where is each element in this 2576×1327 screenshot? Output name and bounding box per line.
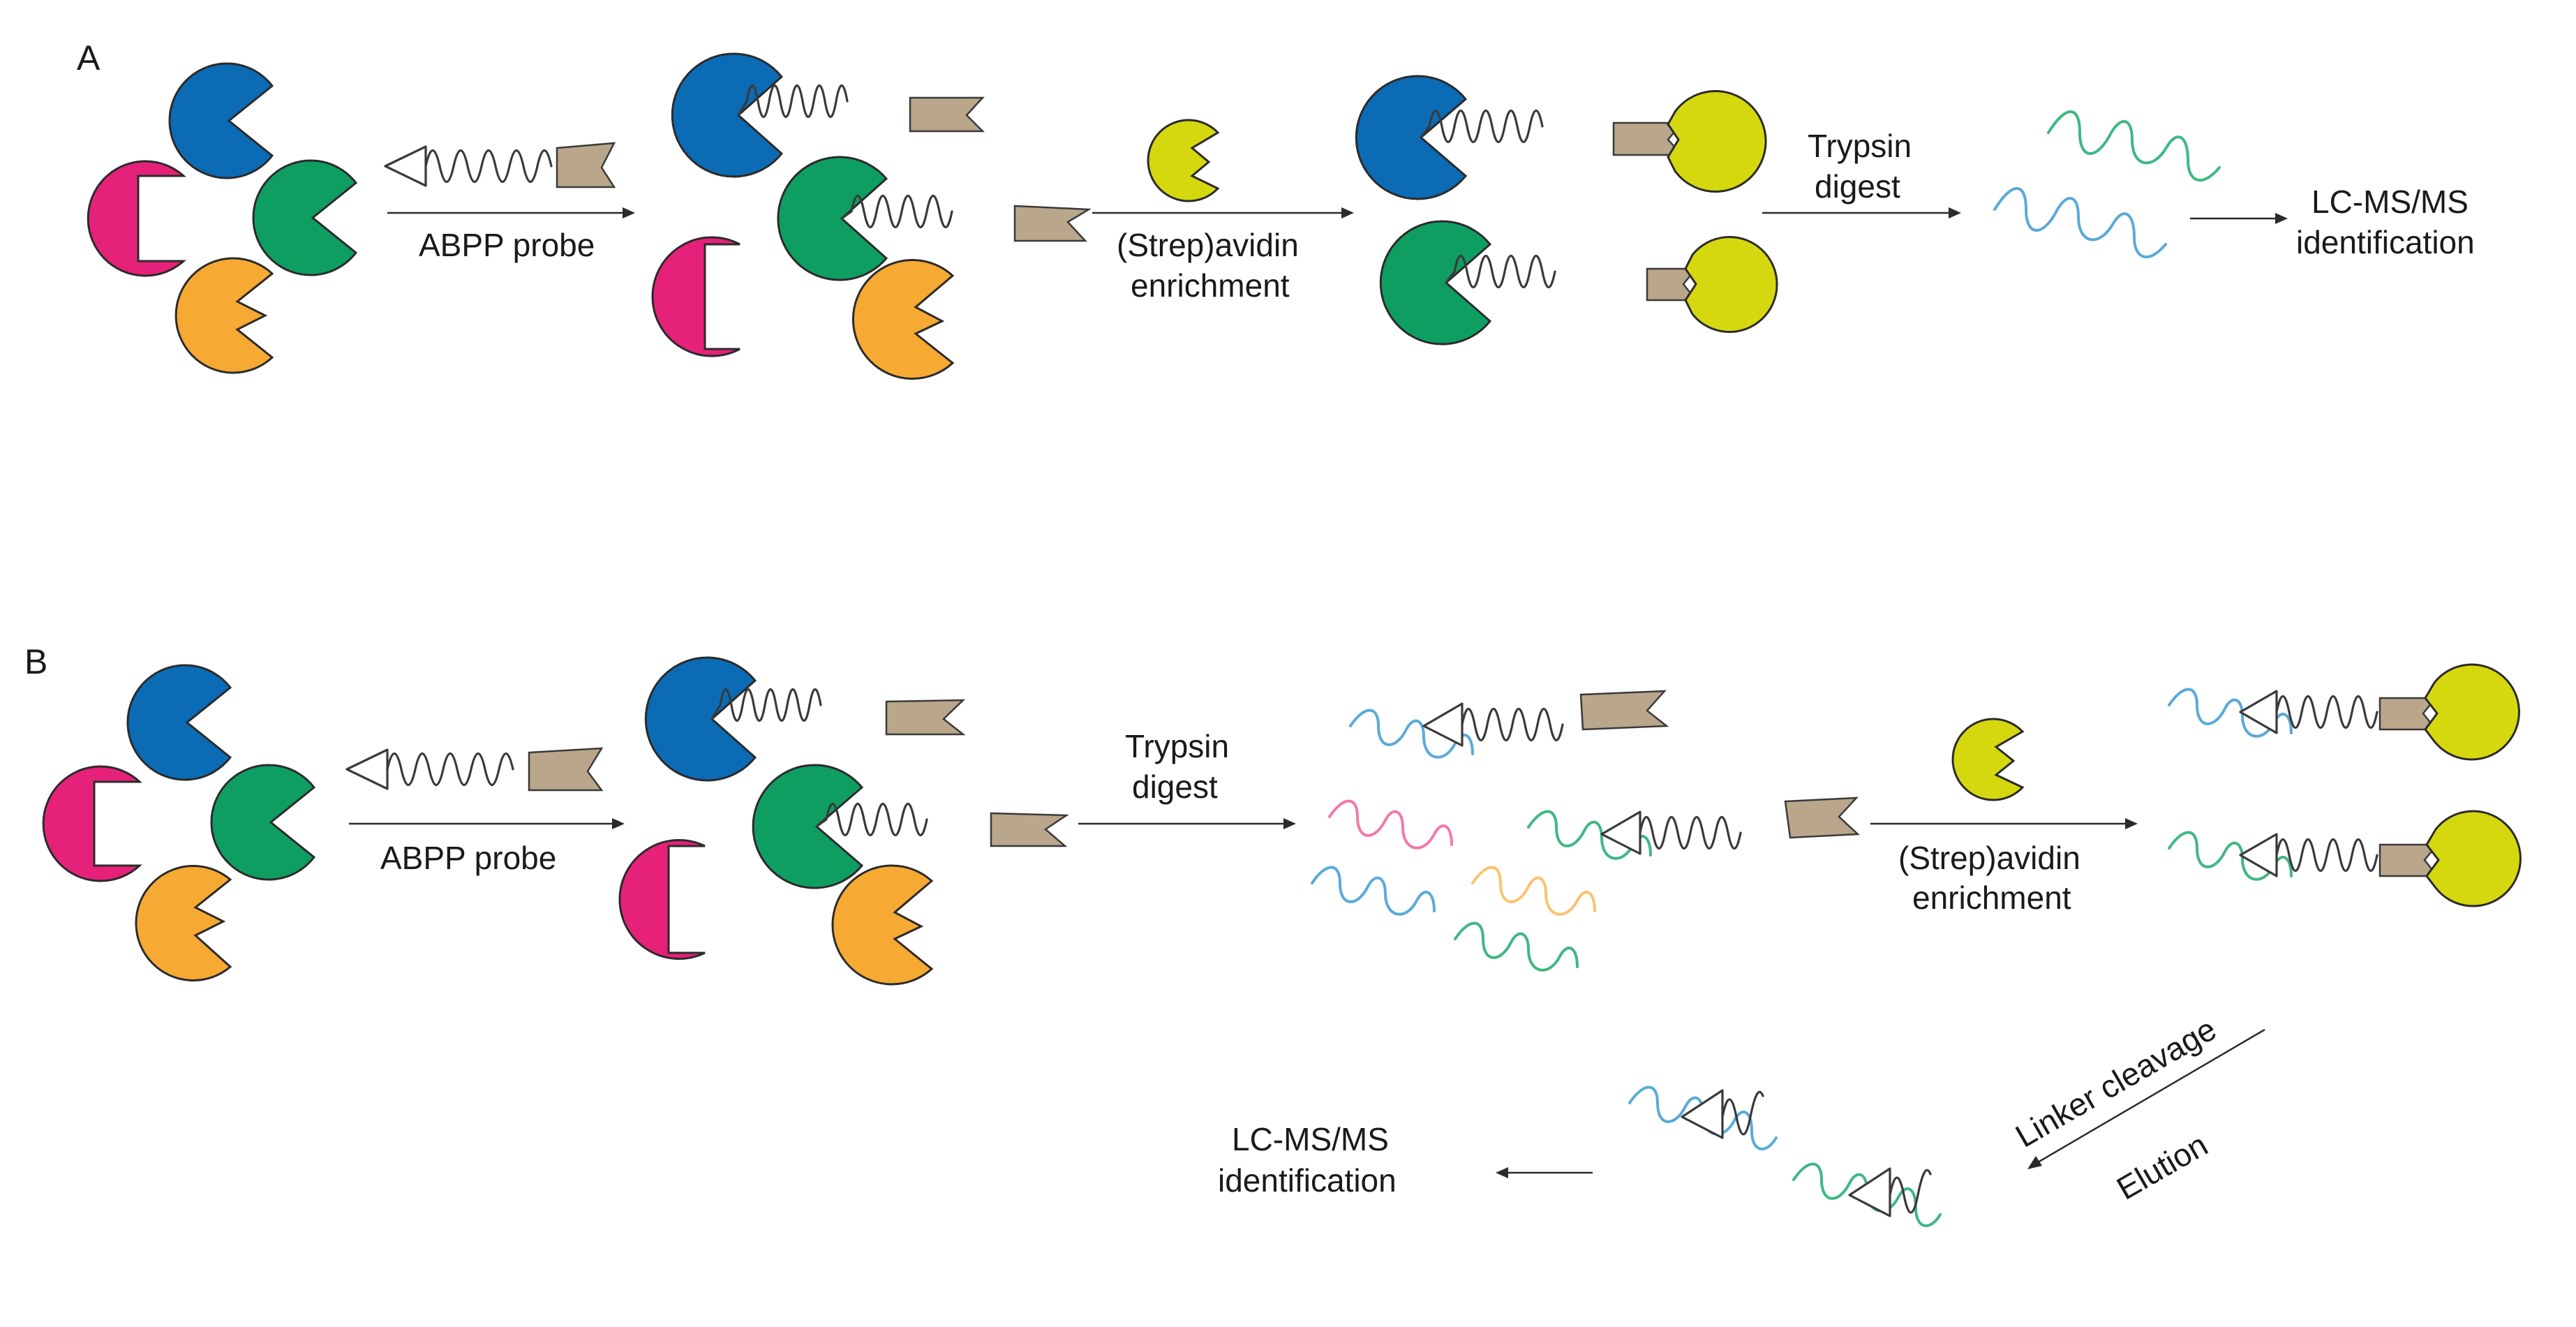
blue-enzyme — [1355, 75, 1468, 200]
step-label-elution: Elution — [2110, 1126, 2214, 1206]
avidin-bead — [2425, 810, 2522, 907]
step-label-abpp-probe-b: ABPP probe — [380, 840, 556, 876]
panel-a: A ABPP probe — [77, 38, 2475, 380]
probe-warhead — [384, 145, 427, 187]
avidin-bead — [1147, 119, 1220, 202]
probe-warhead — [1681, 1089, 1724, 1139]
pink-enzyme — [87, 160, 186, 277]
arrow-a3: Trypsin digest — [1762, 128, 1961, 218]
probe-linker — [737, 84, 849, 118]
orange-enzyme — [851, 259, 955, 380]
step-label-lcms-a-line1: LC-MS/MS — [2311, 184, 2469, 220]
probe-linker — [424, 149, 553, 183]
orange-peptide — [1471, 866, 1596, 916]
probe-tag — [1579, 690, 1669, 731]
arrow-b3: (Strep)avidin enrichment — [1870, 718, 2138, 916]
arrow-b5: LC-MS/MS identification — [1218, 1121, 1593, 1199]
probe-warhead — [1422, 702, 1464, 747]
panel-a-label: A — [77, 38, 100, 77]
green-enzyme — [752, 764, 864, 889]
labeled-enzymes-b — [618, 656, 1069, 986]
enriched-complexes-a — [1355, 75, 1778, 346]
step-label-lcms-b-line2: identification — [1218, 1162, 1397, 1199]
green-enzyme — [252, 159, 358, 276]
blue-enzyme — [671, 52, 784, 178]
probe-linker — [710, 688, 822, 722]
blue-peptide — [1311, 866, 1436, 916]
arrow-a1: ABPP probe — [387, 207, 635, 263]
probe-linker — [2275, 695, 2378, 729]
avidin-bead — [1667, 90, 1767, 193]
arrow-b2: Trypsin digest — [1078, 728, 1296, 829]
step-label-lcms-b-line1: LC-MS/MS — [1232, 1121, 1389, 1157]
pink-enzyme — [618, 839, 706, 960]
green-peptide — [1454, 921, 1579, 972]
green-enzyme — [777, 156, 888, 281]
cleaved-linker — [1889, 1169, 1932, 1214]
avidin-bead — [1951, 718, 2025, 801]
probe-tag — [909, 96, 985, 133]
probe-linker — [1461, 708, 1564, 741]
arrow-a2: (Strep)avidin enrichment — [1092, 119, 1354, 304]
probe-tag — [990, 812, 1069, 847]
enzyme-mixture-a — [87, 62, 358, 374]
probe-warhead — [1600, 810, 1641, 855]
step-label-strep-avidin-b-line2: enrichment — [1912, 880, 2071, 916]
probe-linker — [1639, 816, 1742, 850]
step-label-trypsin-a-line2: digest — [1815, 168, 1900, 205]
avidin-bead — [2424, 663, 2520, 761]
avidin-bead — [1684, 236, 1778, 333]
probe-tag — [1013, 205, 1092, 242]
orange-enzyme — [135, 865, 232, 981]
green-enzyme — [1379, 220, 1492, 346]
enzyme-mixture-b — [42, 664, 316, 981]
step-label-strep-avidin-a-line1: (Strep)avidin — [1117, 227, 1299, 263]
cleaved-linker — [1721, 1090, 1764, 1136]
blue-enzyme — [126, 664, 232, 781]
probe-linker — [840, 195, 953, 228]
step-label-trypsin-b-line1: Trypsin — [1125, 728, 1229, 764]
pink-enzyme — [651, 236, 740, 357]
probe-tag — [528, 747, 604, 792]
probe-tag — [2378, 843, 2439, 877]
blue-enzyme — [168, 62, 274, 179]
probe-tag — [885, 699, 966, 736]
step-label-strep-avidin-a-line2: enrichment — [1131, 267, 1290, 304]
green-enzyme — [210, 764, 316, 881]
probe-linker — [1445, 255, 1556, 288]
probe-linker — [815, 803, 928, 836]
probe-linker — [2275, 838, 2378, 872]
arrow-a4: LC-MS/MS identification — [2190, 184, 2475, 260]
probe-tag — [2378, 697, 2438, 731]
orange-enzyme — [831, 864, 934, 986]
orange-enzyme — [174, 257, 274, 374]
panel-b: B ABPP probe — [24, 642, 2522, 1227]
step-label-trypsin-a-line1: Trypsin — [1808, 128, 1912, 164]
pink-peptide — [1328, 799, 1453, 850]
step-label-strep-avidin-b-line1: (Strep)avidin — [1898, 840, 2080, 876]
green-peptide — [2047, 110, 2221, 182]
blue-enzyme — [644, 656, 757, 782]
eluted-peptides-b — [1628, 1085, 1942, 1227]
arrow-b1: ABPP probe — [349, 818, 625, 876]
probe-linker — [386, 753, 514, 786]
blue-peptide — [1993, 187, 2167, 259]
panel-b-label: B — [24, 642, 47, 681]
step-label-abpp-probe-a: ABPP probe — [419, 227, 595, 263]
arrow-b4: Linker cleavage Elution — [2009, 1011, 2265, 1207]
enriched-peptides-b — [2168, 663, 2522, 907]
peptides-a — [1993, 110, 2221, 259]
abpp-probe-a — [384, 142, 616, 188]
probe-warhead — [345, 748, 389, 790]
step-label-lcms-a-line2: identification — [2296, 224, 2475, 260]
step-label-trypsin-b-line2: digest — [1132, 769, 1218, 805]
digested-peptides-b — [1311, 690, 1861, 972]
labeled-enzymes-a — [651, 52, 1092, 380]
probe-linker — [1420, 110, 1544, 143]
probe-tag — [556, 142, 616, 188]
abpp-probe-b — [345, 747, 604, 792]
pink-enzyme — [42, 765, 142, 882]
probe-tag — [1784, 796, 1861, 839]
